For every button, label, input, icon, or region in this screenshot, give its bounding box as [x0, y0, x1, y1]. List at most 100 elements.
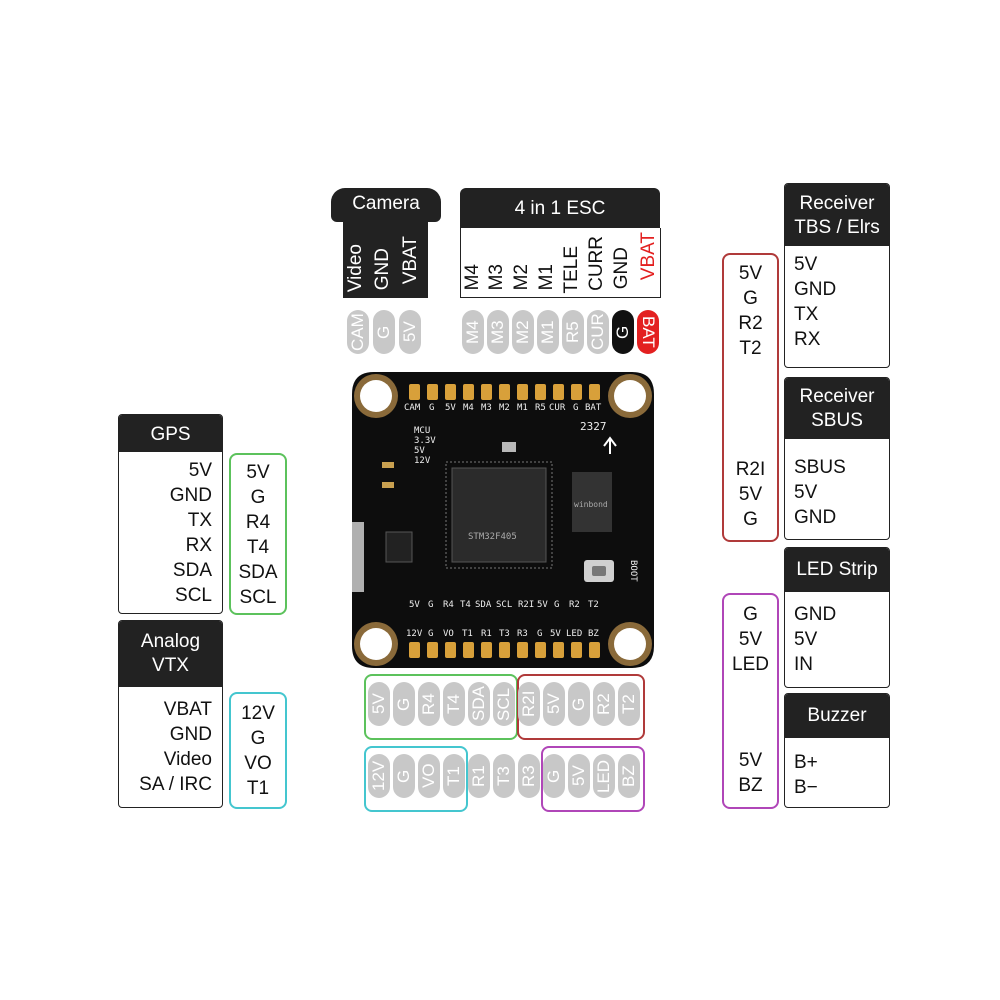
- buzzer-title: Buzzer: [785, 694, 889, 738]
- receiver-elrs-rx: RX: [794, 329, 821, 350]
- vtx-label-gnd: GND: [169, 724, 212, 745]
- pin-row2-t1: T1: [443, 754, 465, 798]
- silk-led-12v: 12V: [414, 456, 431, 466]
- led-strip-gnd: GND: [794, 604, 837, 625]
- receiver-sbus-title-1: Receiver: [799, 386, 875, 407]
- board-pad-bottom: [553, 642, 564, 658]
- vtx-label-vbat: VBAT: [163, 699, 212, 720]
- led-strip-5v: 5V: [794, 629, 818, 650]
- pin-row1-g: G: [393, 682, 415, 726]
- silk-cur: CUR: [549, 403, 566, 413]
- board-pad-top: [409, 384, 420, 400]
- silk-b2-vo: VO: [443, 629, 454, 639]
- receiver-pin-t2: T2: [739, 338, 762, 359]
- pin-row2-bz: BZ: [618, 754, 640, 798]
- gps-panel: GPS 5V GND TX RX SDA SCL: [118, 414, 223, 614]
- pin-row1-g-b: G: [568, 682, 590, 726]
- pin-camera-5v: 5V: [399, 310, 421, 354]
- silk-m1: M1: [517, 403, 528, 413]
- led-buzzer-pin-highlight: [541, 746, 645, 812]
- vtx-pin-group: 12V G VO T1: [229, 692, 287, 809]
- board-pad-top: [553, 384, 564, 400]
- vtx-pin-t1: T1: [246, 778, 270, 799]
- buzzer-b-minus: B−: [794, 777, 818, 798]
- vtx-panel: Analog VTX VBAT GND Video SA / IRC: [118, 620, 223, 808]
- board-pad-top: [445, 384, 456, 400]
- board-pad-bottom: [445, 642, 456, 658]
- receiver-sbus-5v: 5V: [794, 482, 818, 503]
- pin-row2-12v: 12V: [368, 754, 390, 798]
- silk-m3: M3: [481, 403, 492, 413]
- pin-row1-5v: 5V: [368, 682, 390, 726]
- board-pad-top: [535, 384, 546, 400]
- vtx-pin-12v: 12V: [241, 703, 275, 724]
- pin-r5: R5: [562, 310, 584, 354]
- camera-label-block: [343, 222, 428, 298]
- silk-bat: BAT: [585, 403, 602, 413]
- board-pad-bottom: [571, 642, 582, 658]
- led-pin-led: LED: [732, 654, 769, 675]
- vtx-label-sa-irc: SA / IRC: [139, 774, 212, 795]
- silk-b2-g: G: [428, 629, 434, 639]
- gps-pin-t4: T4: [246, 537, 270, 558]
- silk-b1-g: G: [428, 600, 434, 610]
- silk-cam: CAM: [404, 403, 421, 413]
- led-buzzer-pin-group: G 5V LED 5V BZ: [722, 593, 779, 809]
- camera-title: Camera: [352, 193, 420, 214]
- gps-label-5v: 5V: [188, 460, 212, 481]
- board-pad-top: [589, 384, 600, 400]
- esc-header: [460, 188, 660, 228]
- silk-m2: M2: [499, 403, 510, 413]
- board-pad-bottom: [481, 642, 492, 658]
- silk-b1-r2: R2: [569, 600, 580, 610]
- buzzer-pin-5v: 5V: [738, 750, 763, 771]
- pin-row1-t4: T4: [443, 682, 465, 726]
- receiver-elrs-panel: Receiver TBS / Elrs 5V GND TX RX: [784, 183, 890, 368]
- board-pad-bottom: [517, 642, 528, 658]
- silk-b1-scl: SCL: [496, 600, 513, 610]
- pin-row1-r2i: R2I: [518, 682, 540, 726]
- silk-b2-r1: R1: [481, 629, 492, 639]
- vtx-title-2: VTX: [152, 655, 189, 676]
- board-pad-bottom: [589, 642, 600, 658]
- pin-row2-led: LED: [593, 754, 615, 798]
- gps-pin-g: G: [250, 487, 266, 508]
- silk-b1-r4: R4: [443, 600, 454, 610]
- receiver-elrs-tx: TX: [794, 304, 819, 325]
- gps-pin-scl: SCL: [239, 587, 277, 608]
- camera-label-video: Video: [345, 244, 366, 293]
- receiver-pin-r2: R2: [738, 313, 763, 334]
- camera-label-vbat: VBAT: [400, 236, 421, 285]
- board-pad-top: [463, 384, 474, 400]
- pin-camera-g: G: [373, 310, 395, 354]
- mcu-chip-label: STM32F405: [468, 532, 517, 542]
- silk-b1-r2i: R2I: [518, 600, 535, 610]
- esc-label-frame: [460, 228, 661, 298]
- vtx-title-1: Analog: [140, 631, 201, 652]
- esc-label-vbat: VBAT: [638, 232, 659, 281]
- esc-label-m3: M3: [486, 264, 507, 291]
- pin-m2: M2: [512, 310, 534, 354]
- board-pad-bottom: [463, 642, 474, 658]
- receiver-sbus-title-2: SBUS: [811, 410, 863, 431]
- gps-title: GPS: [119, 415, 222, 452]
- silk-m4: M4: [463, 403, 474, 413]
- receiver-pin-g-sbus: G: [743, 509, 758, 530]
- camera-label-gnd: GND: [372, 248, 393, 291]
- vtx-pin-highlight: [364, 746, 468, 812]
- buzzer-pin-bz: BZ: [738, 775, 763, 796]
- receiver-elrs-title-1: Receiver: [799, 193, 875, 214]
- silk-g: G: [429, 403, 435, 413]
- gps-label-tx: TX: [187, 510, 212, 531]
- pin-bat: BAT: [637, 310, 659, 354]
- led-strip-title: LED Strip: [785, 548, 889, 592]
- silk-5v: 5V: [445, 403, 456, 413]
- silk-led-5v: 5V: [414, 446, 425, 456]
- buzzer-b-plus: B+: [794, 752, 818, 773]
- receiver-pin-5v: 5V: [738, 263, 763, 284]
- esc-label-m1: M1: [536, 264, 557, 291]
- pin-row2-g-b: G: [543, 754, 565, 798]
- pin-row1-r4: R4: [418, 682, 440, 726]
- silk-b1-sda: SDA: [475, 600, 492, 610]
- board-pad-bottom: [427, 642, 438, 658]
